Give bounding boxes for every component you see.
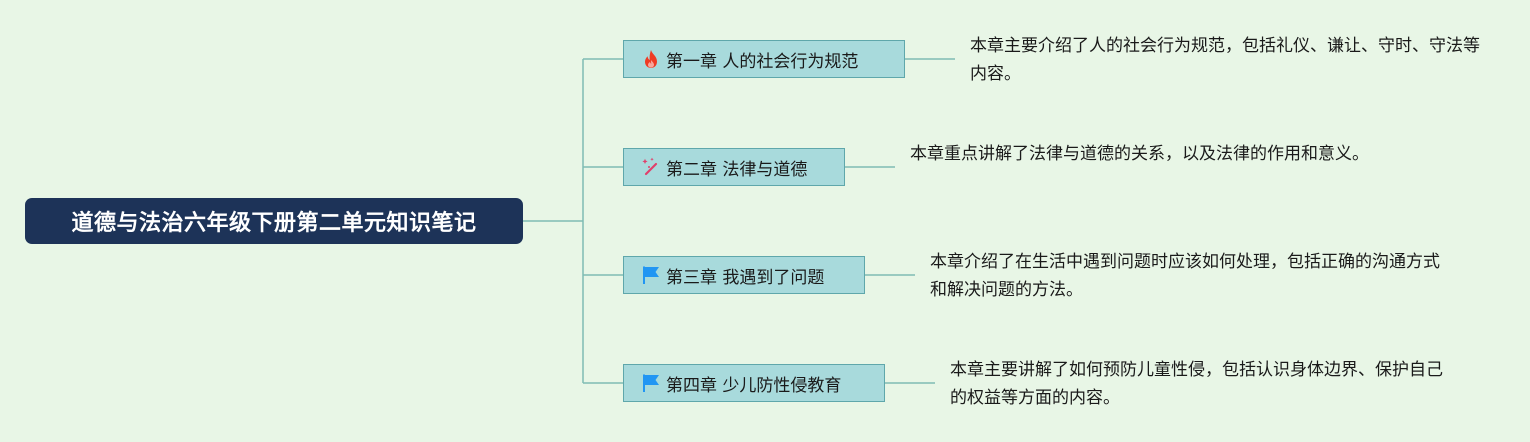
chapter-description-4: 本章主要讲解了如何预防儿童性侵，包括认识身体边界、保护自己的权益等方面的内容。 xyxy=(950,360,1443,408)
root-topic-label: 道德与法治六年级下册第二单元知识笔记 xyxy=(71,211,477,236)
fire-icon xyxy=(640,48,662,70)
chapter-label-4: 第四章 少儿防性侵教育 xyxy=(666,375,842,396)
chapter-description-2: 本章重点讲解了法律与道德的关系，以及法律的作用和意义。 xyxy=(910,144,1369,164)
chapter-label-1: 第一章 人的社会行为规范 xyxy=(666,51,859,72)
chapter-node-1[interactable]: 第一章 人的社会行为规范 xyxy=(623,40,905,78)
chapter-description-1: 本章主要介绍了人的社会行为规范，包括礼仪、谦让、守时、守法等内容。 xyxy=(970,36,1480,84)
chapter-label-3: 第三章 我遇到了问题 xyxy=(666,267,825,288)
magic-wand-icon xyxy=(640,156,662,178)
chapter-label-2: 第二章 法律与道德 xyxy=(666,159,808,180)
flag-icon xyxy=(640,372,662,394)
flag-icon xyxy=(640,264,662,286)
chapter-node-3[interactable]: 第三章 我遇到了问题 xyxy=(623,256,865,294)
chapter-description-3: 本章介绍了在生活中遇到问题时应该如何处理，包括正确的沟通方式和解决问题的方法。 xyxy=(930,252,1440,300)
root-topic[interactable]: 道德与法治六年级下册第二单元知识笔记 xyxy=(25,198,523,244)
chapter-node-2[interactable]: 第二章 法律与道德 xyxy=(623,148,845,186)
chapter-node-4[interactable]: 第四章 少儿防性侵教育 xyxy=(623,364,885,402)
